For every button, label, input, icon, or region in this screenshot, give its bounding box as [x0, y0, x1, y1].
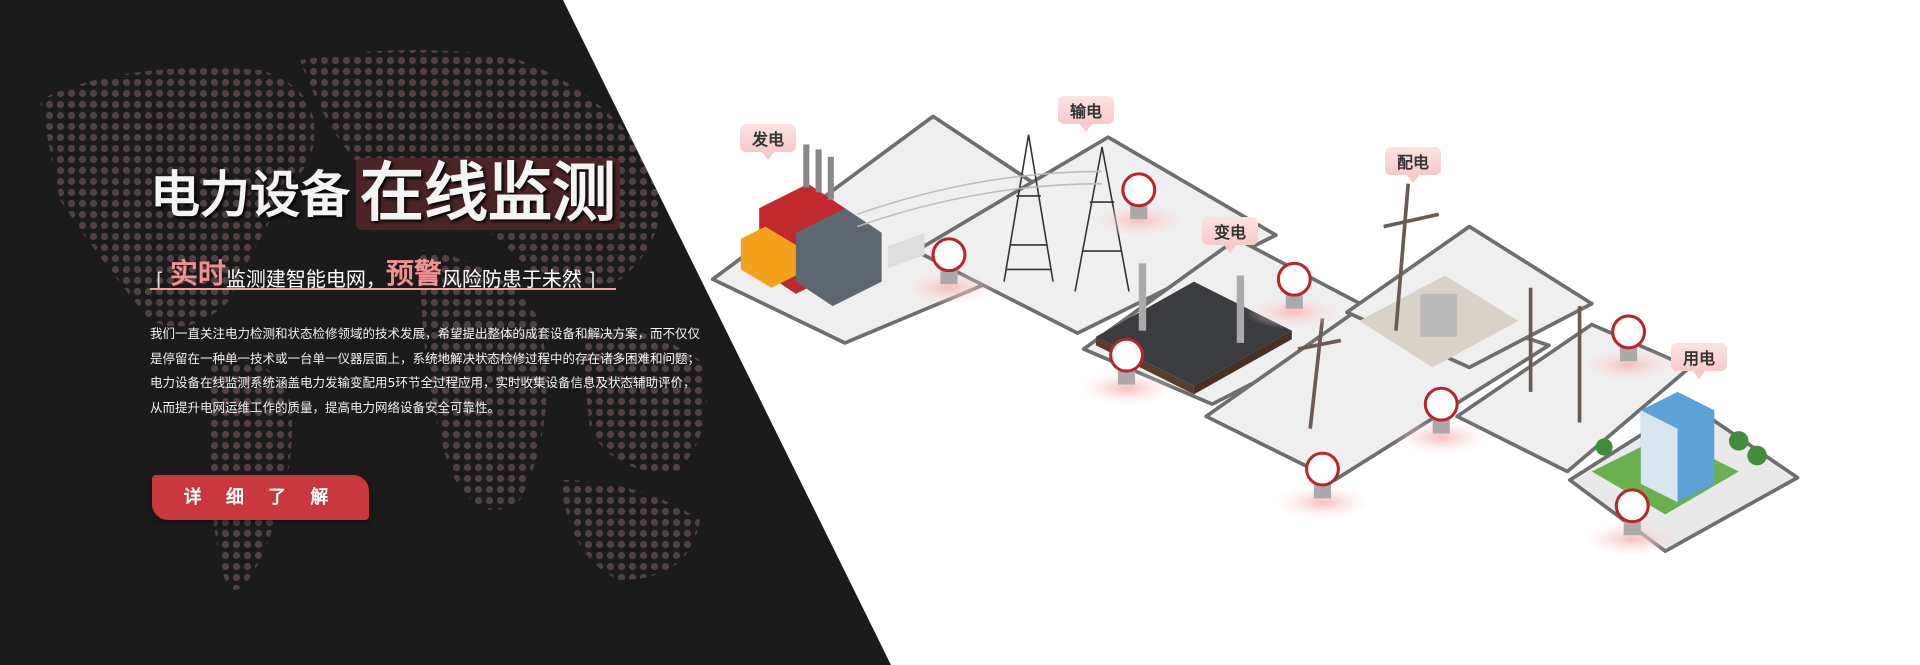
description-line: 我们一直关注电力检测和状态检修领域的技术发展，希望提出整体的成套设备和解决方案，… — [150, 326, 701, 341]
bracket-open: [ — [156, 268, 164, 292]
pin-icon — [1583, 488, 1682, 557]
distribution-area — [1297, 183, 1582, 429]
monitoring-pins — [900, 172, 1682, 557]
bracket-close: ] — [587, 268, 596, 292]
subtitle-highlight-realtime: 实时 — [169, 257, 226, 290]
pin-icon — [1392, 386, 1491, 455]
page-title: 电力设备 在线监测 — [150, 158, 620, 230]
description-line: 电力设备在线监测系统涵盖电力发输变配用5环节全过程应用，实时收集设备信息及状态辅… — [150, 375, 696, 391]
stage-label-transmission: 输电 — [1058, 96, 1115, 132]
description-line: 从而提升电网运维工作的质量，提高电力网络设备安全可靠性。 — [150, 399, 501, 415]
subtitle-highlight-warning: 预警 — [385, 257, 442, 290]
description-line: 是停留在一种单一技术或一台单一仪器层面上，系统地解决状态检修过程中的存在诸多困难… — [150, 350, 701, 366]
title-plain: 电力设备 — [150, 165, 350, 224]
subtitle-text: 风险防患于未然 — [441, 267, 582, 291]
learn-more-button[interactable]: 详 细 了 解 — [152, 475, 369, 520]
pin-icon — [1089, 172, 1188, 238]
stage-label-generation: 发电 — [740, 124, 797, 160]
office-building — [1591, 391, 1767, 515]
pin-icon — [1579, 314, 1678, 383]
description: 我们一直关注电力检测和状态检修领域的技术发展，希望提出整体的成套设备和解决方案，… — [150, 322, 701, 420]
stage-label-distribution: 配电 — [1385, 147, 1442, 183]
pin-icon — [1245, 261, 1344, 330]
subtitle: [ 实时 监测建智能电网， 预警 风险防患于未然 ] — [150, 252, 602, 292]
stage-label-consumption: 用电 — [1671, 343, 1728, 379]
stage-label-transformation: 变电 — [1202, 217, 1259, 253]
pin-icon — [900, 237, 998, 305]
power-plant — [740, 144, 925, 307]
title-highlight: 在线监测 — [356, 158, 620, 230]
pin-icon — [1077, 337, 1176, 406]
pin-icon — [1273, 451, 1372, 520]
subtitle-text: 监测建智能电网， — [225, 267, 386, 291]
subtitle-underline — [150, 288, 616, 290]
